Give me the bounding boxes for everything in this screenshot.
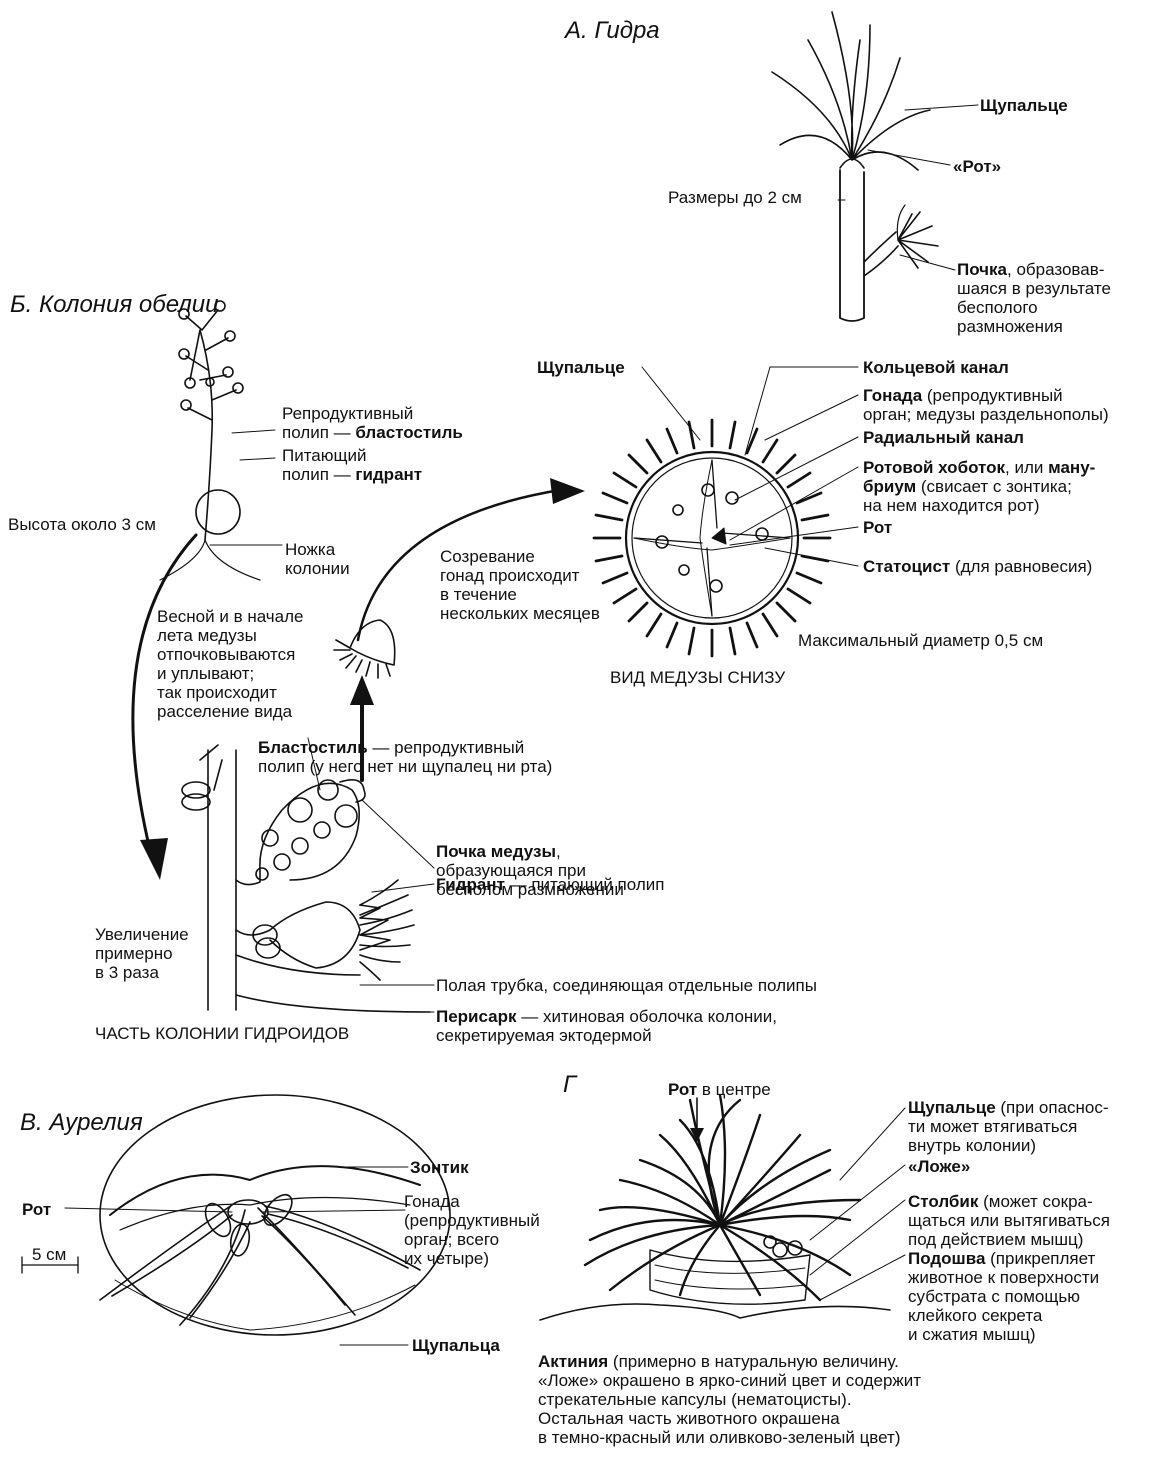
- statocyst-label: Статоцист (для равновесия): [863, 557, 1092, 576]
- magnification-label: Увеличение примерно в 3 раза: [95, 925, 189, 982]
- actinia-title: Г: [563, 1072, 576, 1098]
- actinia-bed-label: «Ложе»: [908, 1157, 970, 1176]
- manubrium-label: Ротовой хоботок, или ману- бриум (свисае…: [863, 458, 1095, 515]
- spring-dispersal-note: Весной и в начале лета медузы отпочковыв…: [157, 607, 303, 721]
- hydranth-label: Гидрант — питающий полип: [436, 875, 664, 894]
- gonad-label: Гонада (репродуктивный орган; медузы раз…: [863, 386, 1109, 424]
- medusa-leader-lines: [642, 367, 858, 566]
- actinia-tentacle-label: Щупальце (при опаснос- ти может втягиват…: [908, 1098, 1109, 1155]
- obelia-repro-polyp-label: Репродуктивный полип — бластостиль: [282, 404, 463, 442]
- free-medusa-drawing: [334, 620, 395, 678]
- actinia-mouth-label: Рот в центре: [668, 1080, 771, 1099]
- hollow-tube-label: Полая трубка, соединяющая отдельные поли…: [436, 976, 817, 995]
- hydra-tentacle-label: Щупальце: [980, 96, 1068, 115]
- colony-part-caption: ЧАСТЬ КОЛОНИИ ГИДРОИДОВ: [95, 1024, 349, 1043]
- hydra-size-label: Размеры до 2 см: [668, 188, 802, 207]
- aurelia-title: В. Аурелия: [20, 1110, 143, 1136]
- scale-bar-label: 5 см: [32, 1245, 66, 1264]
- actinia-column-label: Столбик (может сокра- щаться или вытягив…: [908, 1192, 1110, 1249]
- obelia-title: Б. Колония обелии: [10, 292, 218, 318]
- ring-canal-label: Кольцевой канал: [863, 358, 1009, 377]
- radial-canal-label: Радиальный канал: [863, 428, 1024, 447]
- max-diameter-label: Максимальный диаметр 0,5 см: [798, 631, 1043, 650]
- hydroid-colony-drawing: [182, 738, 434, 1012]
- umbrella-label: Зонтик: [410, 1158, 469, 1177]
- medusa-tentacle-label: Щупальце: [537, 358, 625, 377]
- perisarc-label: Перисарк — хитиновая оболочка колонии, с…: [436, 1007, 777, 1045]
- hydra-bud-label: Почка, образовав- шаяся в результате бес…: [957, 260, 1111, 336]
- actinia-drawing: [540, 1095, 905, 1320]
- hydra-drawing: [772, 12, 978, 321]
- actinia-foot-label: Подошва (прикрепляет животное к поверхно…: [908, 1249, 1099, 1344]
- hydra-title: А. Гидра: [565, 18, 660, 44]
- aurelia-gonad-label: Гонада (репродуктивный орган; всего их ч…: [404, 1192, 540, 1268]
- obelia-colony-small-drawing: [160, 301, 282, 580]
- gonad-maturation-note: Созревание гонад происходит в течение не…: [440, 547, 600, 623]
- actinia-caption: Актиния (примерно в натуральную величину…: [538, 1352, 921, 1447]
- blastostyle-label: Бластостиль — репродуктивный полип (у не…: [258, 738, 552, 776]
- obelia-feeding-polyp-label: Питающий полип — гидрант: [282, 446, 422, 484]
- medusa-bottom-view-drawing: [594, 420, 830, 656]
- aurelia-tentacles-label: Щупальца: [412, 1336, 500, 1355]
- medusa-view-caption: ВИД МЕДУЗЫ СНИЗУ: [610, 668, 785, 687]
- hydra-mouth-label: «Рот»: [953, 157, 1001, 176]
- medusa-mouth-label: Рот: [863, 518, 892, 537]
- obelia-height-label: Высота около 3 см: [8, 515, 156, 534]
- aurelia-mouth-label: Рот: [22, 1200, 51, 1219]
